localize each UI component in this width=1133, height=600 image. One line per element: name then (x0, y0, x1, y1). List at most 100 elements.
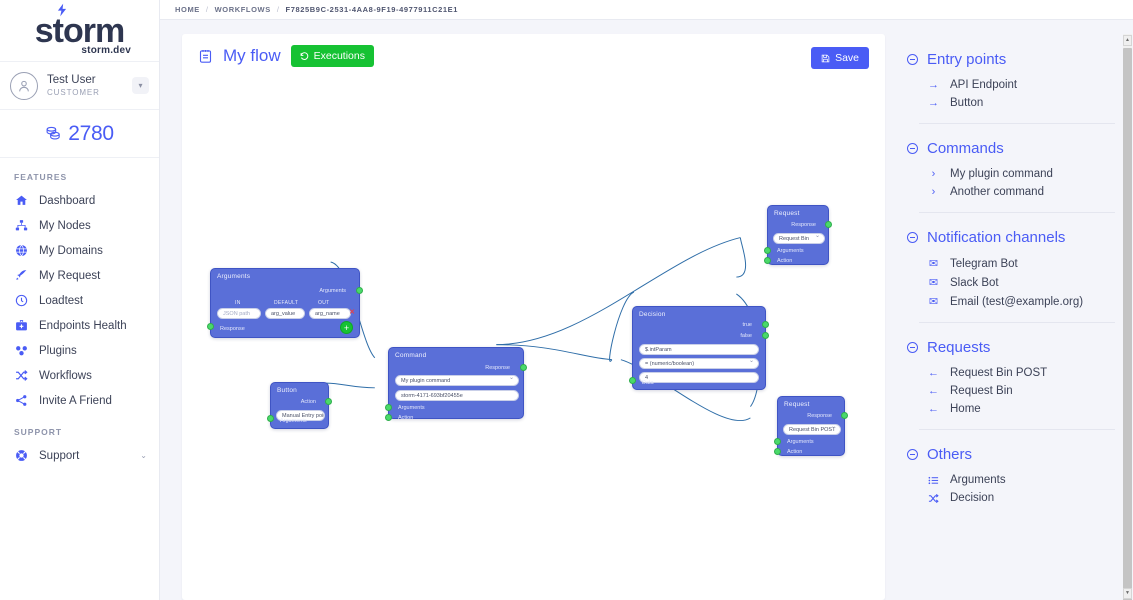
brand-logo[interactable]: storm storm.dev (0, 0, 159, 62)
content-area: My flow Executions Save (160, 20, 1133, 600)
port-label-true: true (742, 322, 752, 328)
port-out-response[interactable] (825, 221, 832, 228)
scroll-down-button[interactable]: ▼ (1123, 588, 1132, 599)
decision-operator-select[interactable]: = (numeric/boolean) (639, 358, 759, 369)
port-in-action[interactable] (385, 414, 392, 421)
flow-node-arguments[interactable]: Arguments Arguments IN DEFAULT OUT JSON … (207, 268, 363, 338)
page-scrollbar-thumb[interactable] (1123, 48, 1132, 600)
sidebar-item-loadtest[interactable]: Loadtest (0, 288, 159, 313)
sidebar-item-invite-a-friend[interactable]: Invite A Friend (0, 388, 159, 413)
add-argument-button[interactable]: + (340, 321, 353, 334)
port-label-arguments: Arguments (787, 439, 814, 445)
port-label-action: Action (300, 399, 316, 405)
nav-section-support: SUPPORT (14, 427, 63, 437)
flow-canvas[interactable]: Arguments Arguments IN DEFAULT OUT JSON … (182, 78, 885, 600)
item-label: Email (test@example.org) (950, 295, 1084, 308)
channel-telegram-bot[interactable]: ✉ Telegram Bot (907, 254, 1117, 273)
port-in-arguments[interactable] (764, 247, 771, 254)
arrow-left-icon: ← (928, 403, 939, 415)
chevron-down-icon[interactable]: ⌄ (140, 451, 147, 460)
port-in-arguments[interactable] (385, 404, 392, 411)
column-header-in: IN (235, 300, 241, 306)
collapse-icon[interactable] (907, 449, 918, 460)
sidebar-label: Loadtest (39, 294, 84, 307)
section-header[interactable]: Entry points (907, 48, 1117, 76)
save-button[interactable]: Save (811, 47, 869, 69)
section-header[interactable]: Requests (907, 336, 1117, 364)
command-my-plugin-command[interactable]: › My plugin command (907, 165, 1117, 183)
sidebar-label: My Nodes (39, 219, 91, 232)
port-in-arguments[interactable] (774, 438, 781, 445)
command-select[interactable]: My plugin command (395, 375, 519, 386)
channel-email[interactable]: ✉ Email (test@example.org) (907, 292, 1117, 311)
decision-compare-input[interactable]: 4 (639, 372, 759, 383)
command-another-command[interactable]: › Another command (907, 183, 1117, 201)
sidebar-label: Workflows (39, 369, 92, 382)
breadcrumb-home[interactable]: HOME (175, 5, 200, 14)
flow-node-button[interactable]: Button Action Manual Entry point Argumen… (267, 382, 332, 429)
flow-node-request-bottom[interactable]: Request Response Request Bin POST Argume… (774, 396, 848, 456)
entry-point-api-endpoint[interactable]: → API Endpoint (907, 76, 1117, 94)
breadcrumb-workflows[interactable]: WORKFLOWS (214, 5, 271, 14)
request-select[interactable]: Request Bin POST (783, 424, 841, 435)
rocket-icon (14, 269, 29, 282)
sidebar-item-endpoints-health[interactable]: Endpoints Health (0, 313, 159, 338)
sidebar-item-my-nodes[interactable]: My Nodes (0, 213, 159, 238)
request-select[interactable]: Request Bin (773, 233, 825, 244)
port-in-action[interactable] (764, 257, 771, 264)
chevron-down-icon[interactable]: ▾ (132, 77, 149, 94)
other-decision[interactable]: Decision (907, 489, 1117, 507)
logo-subtitle: storm.dev (81, 45, 131, 56)
port-in-response[interactable] (207, 323, 214, 330)
sidebar-item-workflows[interactable]: Workflows (0, 363, 159, 388)
flow-node-command[interactable]: Command Response My plugin command storm… (385, 347, 527, 421)
section-header[interactable]: Others (907, 443, 1117, 471)
item-label: Request Bin (950, 385, 1013, 397)
other-arguments[interactable]: Arguments (907, 471, 1117, 489)
argument-out-input[interactable]: arg_name (309, 308, 351, 319)
channel-slack-bot[interactable]: ✉ Slack Bot (907, 273, 1117, 292)
plugins-icon (14, 344, 29, 357)
port-in-arguments[interactable] (267, 415, 274, 422)
sidebar-item-plugins[interactable]: Plugins (0, 338, 159, 363)
port-out-action[interactable] (325, 398, 332, 405)
flow-node-request-top[interactable]: Request Response Request Bin Arguments A… (764, 205, 832, 265)
sidebar-item-support[interactable]: Support ⌄ (0, 443, 159, 468)
command-id-input[interactable]: storm-4171-693bf20455e (395, 390, 519, 401)
request-home[interactable]: ← Home (907, 400, 1117, 418)
remove-argument-button[interactable]: ✕ (349, 309, 355, 316)
sidebar-item-my-domains[interactable]: My Domains (0, 238, 159, 263)
executions-button[interactable]: Executions (290, 45, 374, 67)
collapse-icon[interactable] (907, 54, 918, 65)
sidebar-item-dashboard[interactable]: Dashboard (0, 188, 159, 213)
user-profile-row[interactable]: Test User CUSTOMER ▾ (0, 62, 159, 110)
port-out-response[interactable] (841, 412, 848, 419)
request-bin-post[interactable]: ← Request Bin POST (907, 364, 1117, 382)
decision-path-input[interactable]: $.intParam (639, 344, 759, 355)
scroll-up-button[interactable]: ▲ (1123, 35, 1132, 46)
request-bin[interactable]: ← Request Bin (907, 382, 1117, 400)
collapse-icon[interactable] (907, 143, 918, 154)
globe-icon (14, 244, 29, 257)
panel-section-entry-points: Entry points → API Endpoint → Button (907, 48, 1117, 112)
flow-node-decision[interactable]: Decision true false $.intParam = (numeri… (629, 306, 769, 390)
argument-default-input[interactable]: arg_value (265, 308, 305, 319)
sidebar-item-my-request[interactable]: My Request (0, 263, 159, 288)
entry-point-button[interactable]: → Button (907, 94, 1117, 112)
button-entry-point-input[interactable]: Manual Entry point (276, 410, 325, 421)
left-sidebar: storm storm.dev Test User CUSTOMER ▾ (0, 0, 160, 600)
port-out-false[interactable] (762, 332, 769, 339)
port-label-response: Response (485, 365, 510, 371)
port-out-arguments[interactable] (356, 287, 363, 294)
port-in-data[interactable] (629, 377, 636, 384)
section-header[interactable]: Notification channels (907, 226, 1117, 254)
collapse-icon[interactable] (907, 232, 918, 243)
section-header[interactable]: Commands (907, 137, 1117, 165)
collapse-icon[interactable] (907, 342, 918, 353)
argument-in-input[interactable]: JSON path (217, 308, 261, 319)
credits-balance[interactable]: 2780 (0, 110, 159, 158)
port-out-true[interactable] (762, 321, 769, 328)
port-in-action[interactable] (774, 448, 781, 455)
port-out-response[interactable] (520, 364, 527, 371)
